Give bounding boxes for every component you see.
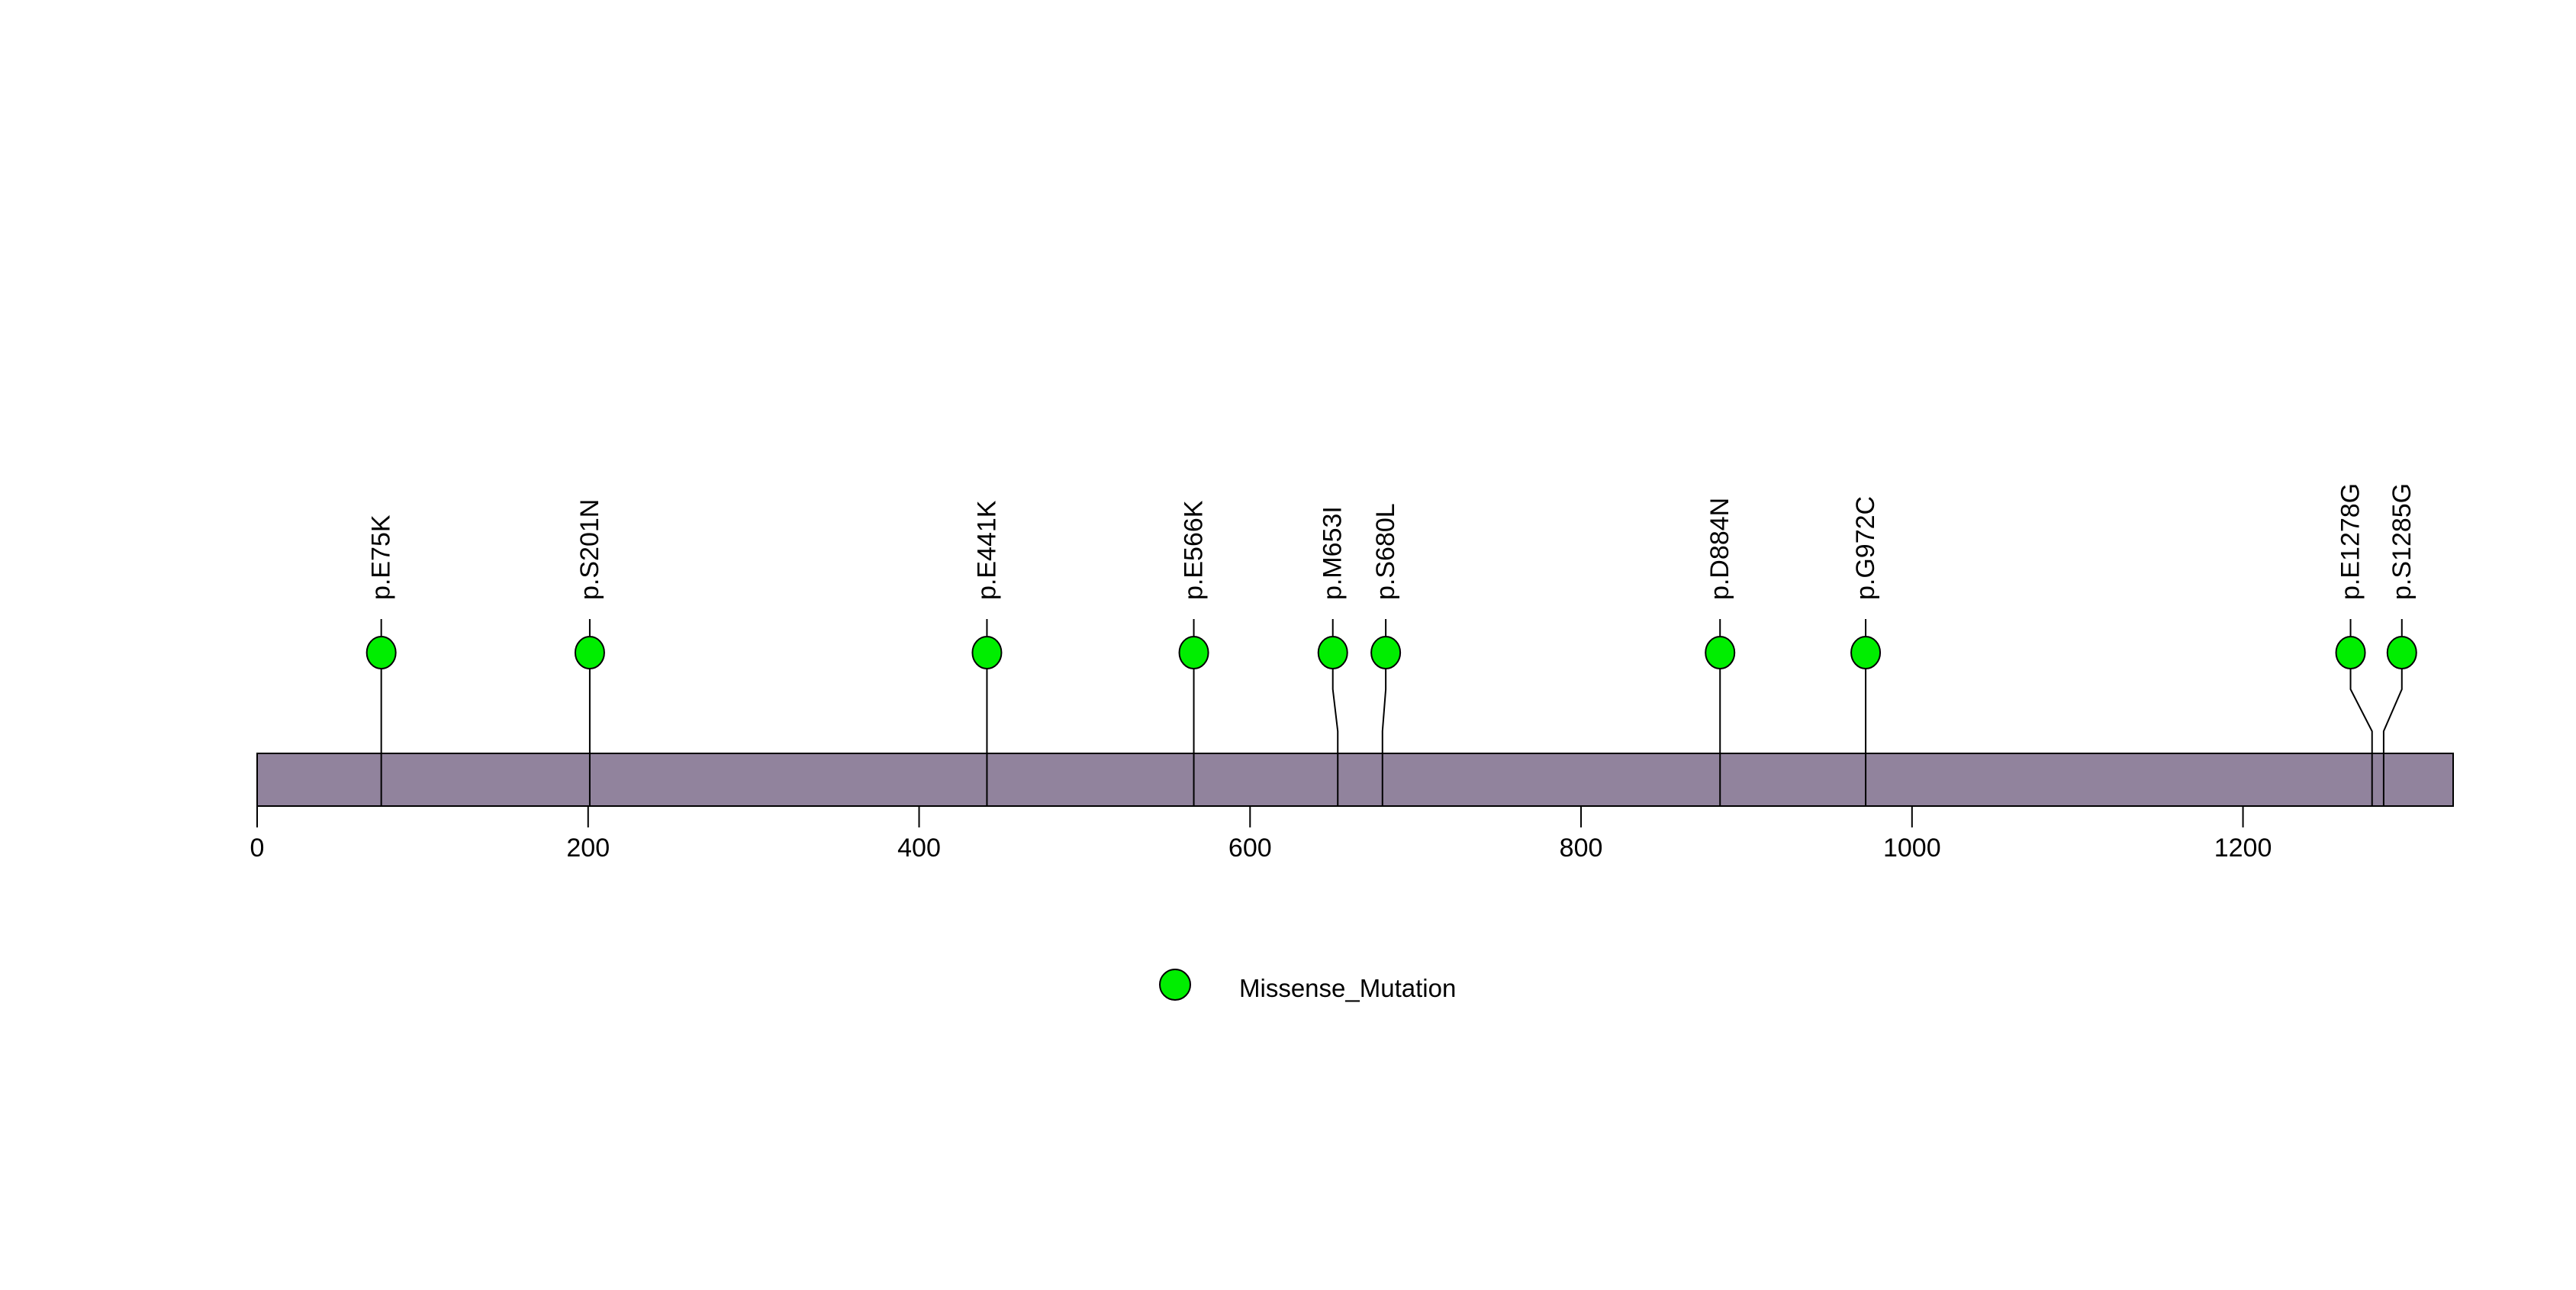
mutation-label: p.M653I	[1319, 506, 1348, 600]
axis-tick-label: 200	[566, 834, 610, 863]
mutation-label: p.S680L	[1371, 503, 1400, 600]
axis-tick-label: 400	[897, 834, 941, 863]
legend-marker-missense-mutation	[1159, 969, 1191, 1001]
mutation-lollipop-head	[365, 636, 397, 669]
axis-tick-label: 1200	[2214, 834, 2272, 863]
mutation-lollipop-head	[574, 636, 605, 669]
legend-label: Missense_Mutation	[1239, 974, 1456, 1002]
mutation-label: p.E1278G	[2336, 483, 2365, 600]
protein-backbone-bar	[256, 753, 2454, 807]
mutation-label: p.S201N	[575, 499, 604, 600]
mutation-label: p.G972C	[1851, 496, 1880, 600]
mutation-lollipop-head	[1370, 636, 1402, 669]
mutation-lollipop-head	[2335, 636, 2366, 669]
axis-tick-label: 600	[1228, 834, 1272, 863]
mutation-lollipop-head	[2386, 636, 2417, 669]
mutation-lollipop-head	[1850, 636, 1882, 669]
axis-tick-label: 800	[1560, 834, 1603, 863]
mutation-label: p.E75K	[367, 514, 396, 600]
axis-tick-label: 1000	[1883, 834, 1941, 863]
mutation-lollipop-head	[1178, 636, 1209, 669]
axis-tick-label: 0	[250, 834, 265, 863]
mutation-label: p.E441K	[972, 500, 1001, 600]
mutation-lollipop-head	[1705, 636, 1736, 669]
mutation-lollipop-head	[971, 636, 1003, 669]
mutation-label: p.S1285G	[2388, 483, 2417, 600]
mutation-lollipop-head	[1317, 636, 1348, 669]
mutation-label: p.E566K	[1180, 500, 1209, 600]
mutation-label: p.D884N	[1705, 498, 1734, 600]
